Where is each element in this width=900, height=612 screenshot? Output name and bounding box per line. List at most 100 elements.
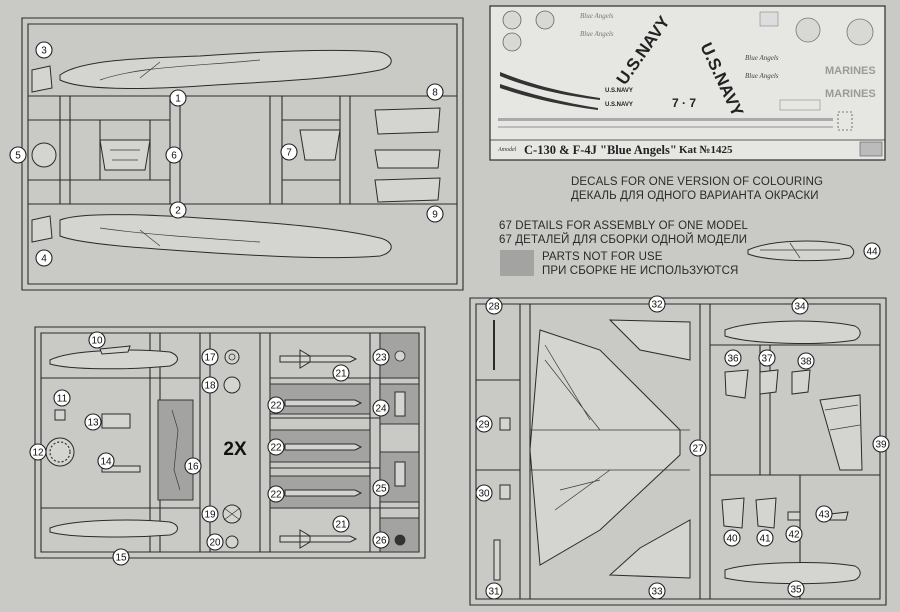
part-34-piece <box>724 320 861 344</box>
unused-note-ru: ПРИ СБОРКЕ НЕ ИСПОЛЬЗУЮТСЯ <box>542 265 739 277</box>
svg-text:7: 7 <box>286 148 292 159</box>
small-decal <box>759 11 779 27</box>
svg-text:23: 23 <box>375 353 387 364</box>
svg-text:42: 42 <box>788 530 800 541</box>
fuselage-half-lower <box>59 214 392 259</box>
svg-text:38: 38 <box>800 357 812 368</box>
part-label-31: 31 <box>485 582 503 600</box>
part-label-44: 44 <box>863 242 881 260</box>
part-label-36: 36 <box>724 349 742 367</box>
part-label-30: 30 <box>475 484 493 502</box>
part-label-25: 25 <box>372 479 390 497</box>
svg-text:22: 22 <box>270 401 282 412</box>
svg-text:12: 12 <box>32 448 44 459</box>
stripe-decal <box>498 126 833 128</box>
pylon-piece <box>394 461 406 487</box>
part-label-39: 39 <box>872 435 890 453</box>
decal-brand: Amodel <box>498 147 517 153</box>
part-9-piece <box>374 177 441 203</box>
part-label-6: 6 <box>165 146 183 164</box>
decals-note-en: DECALS FOR ONE VERSION OF COLOURING <box>571 176 824 188</box>
part-label-17: 17 <box>201 348 219 366</box>
part-8-piece <box>374 107 441 135</box>
svg-text:10: 10 <box>91 336 103 347</box>
part-label-40: 40 <box>723 529 741 547</box>
sprue-c <box>469 297 887 606</box>
svg-text:28: 28 <box>488 302 500 313</box>
svg-text:43: 43 <box>818 510 830 521</box>
svg-text:25: 25 <box>375 484 387 495</box>
part-35-piece <box>724 562 861 585</box>
part-20-disc <box>225 535 239 549</box>
pylon-piece <box>394 391 406 417</box>
part-label-27: 27 <box>689 439 707 457</box>
svg-text:34: 34 <box>794 302 806 313</box>
svg-text:21: 21 <box>335 369 347 380</box>
svg-text:17: 17 <box>204 353 216 364</box>
crest-decal <box>795 17 821 43</box>
part-label-23: 23 <box>372 348 390 366</box>
svg-text:5: 5 <box>15 151 21 162</box>
svg-text:19: 19 <box>204 510 216 521</box>
part-21-missile <box>279 529 358 549</box>
part-label-28: 28 <box>485 297 503 315</box>
part-7-piece <box>299 129 341 161</box>
svg-text:16: 16 <box>187 462 199 473</box>
part-33-piece <box>608 519 691 579</box>
part-27-wing <box>529 329 681 566</box>
svg-text:9: 9 <box>432 210 438 221</box>
part-22-missile <box>284 489 363 497</box>
svg-text:36: 36 <box>727 354 739 365</box>
svg-text:30: 30 <box>478 489 490 500</box>
part-label-37: 37 <box>758 349 776 367</box>
part-21-missile <box>279 349 358 369</box>
part-label-15: 15 <box>112 548 130 566</box>
svg-text:44: 44 <box>866 247 878 258</box>
svg-text:13: 13 <box>87 418 99 429</box>
svg-text:31: 31 <box>488 587 500 598</box>
part-label-18: 18 <box>201 376 219 394</box>
part-39-piece <box>819 394 863 471</box>
small-decal <box>779 99 821 111</box>
decal-sheet-title: C-130 & F-4J "Blue Angels" <box>524 143 677 157</box>
marines-decal: MARINES <box>825 65 876 77</box>
part-label-12: 12 <box>29 443 47 461</box>
part-5-disc <box>31 142 57 168</box>
part-22-missile <box>284 399 363 407</box>
svg-text:40: 40 <box>726 534 738 545</box>
part-label-5: 5 <box>9 146 27 164</box>
part-label-21b: 21 <box>332 515 350 533</box>
svg-text:22: 22 <box>270 443 282 454</box>
part-label-41: 41 <box>756 529 774 547</box>
decal-sheet-catalog: Kat №1425 <box>679 144 733 156</box>
part-22-missile <box>284 443 363 451</box>
part-label-3: 3 <box>35 41 53 59</box>
blue-angels-decal: Blue Angels <box>580 12 614 20</box>
part-label-22b: 22 <box>267 438 285 456</box>
part-29-piece <box>499 417 511 431</box>
fuselage-half-upper <box>59 49 392 89</box>
svg-text:14: 14 <box>100 457 112 468</box>
sprue-a-frame <box>21 17 464 291</box>
part-label-29: 29 <box>475 415 493 433</box>
part-label-35: 35 <box>787 580 805 598</box>
svg-text:4: 4 <box>41 254 47 265</box>
part-label-11: 11 <box>53 389 71 407</box>
part-labels: 1 2 3 4 5 6 7 8 9 10 11 12 13 14 15 16 1… <box>9 41 890 600</box>
svg-text:15: 15 <box>115 553 127 564</box>
svg-text:32: 32 <box>651 300 663 311</box>
part-22-unused <box>269 383 371 415</box>
part-40-piece <box>721 497 745 529</box>
svg-text:35: 35 <box>790 585 802 596</box>
part-13-piece <box>101 413 131 429</box>
part-label-13: 13 <box>84 413 102 431</box>
decal-sheet: U.S.NAVY U.S.NAVY Blue Angels Blue Angel… <box>489 5 886 161</box>
svg-text:26: 26 <box>375 536 387 547</box>
decals-note-ru: ДЕКАЛЬ ДЛЯ ОДНОГО ВАРИАНТА ОКРАСКИ <box>571 190 819 202</box>
part-label-7: 7 <box>280 143 298 161</box>
svg-text:18: 18 <box>204 381 216 392</box>
svg-text:24: 24 <box>375 404 387 415</box>
part-3-piece <box>31 65 53 93</box>
part-label-26: 26 <box>372 531 390 549</box>
